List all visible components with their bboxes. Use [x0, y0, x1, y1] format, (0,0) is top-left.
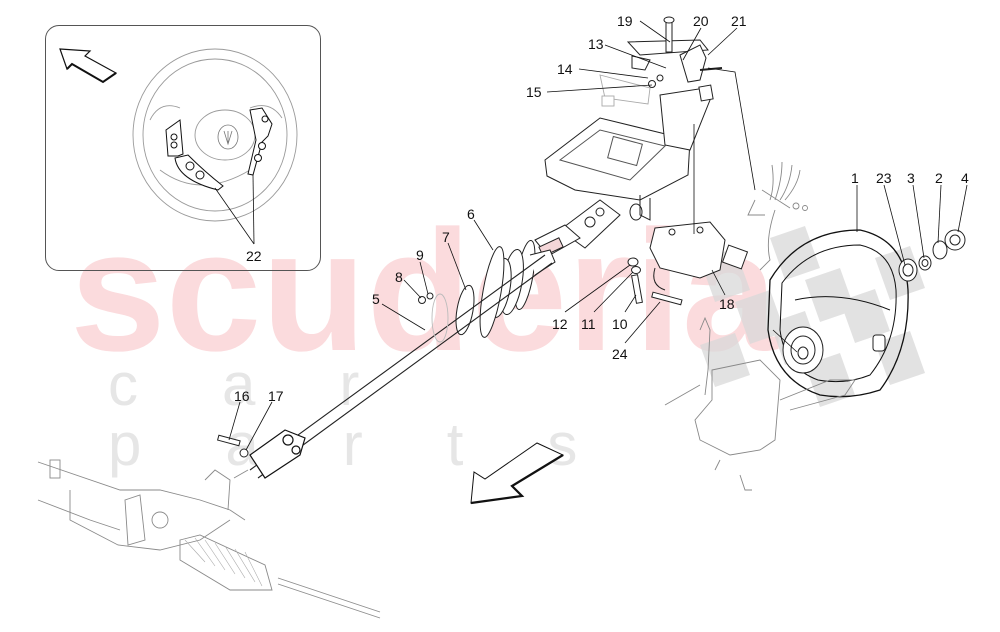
- callout-10: 10: [612, 316, 628, 332]
- rack-boot-ribs: [184, 537, 263, 587]
- small-bracket-left: [599, 74, 651, 107]
- callout-19: 19: [617, 13, 633, 29]
- pedal-box-bracket: [664, 316, 856, 491]
- washer-nuts: [648, 74, 664, 88]
- callout-9: 9: [416, 247, 424, 263]
- shaft-5: [249, 254, 553, 479]
- steering-lock-actuator: [649, 221, 749, 291]
- callout-22: 22: [246, 248, 262, 264]
- seal-plate-7: [455, 284, 475, 336]
- inset-callout-leaders: [214, 174, 255, 245]
- lower-universal-joint: [249, 429, 306, 479]
- bolt-16-washer-17: [216, 434, 249, 458]
- inset-steering-wheel: [132, 48, 298, 222]
- bracket-transparent: [431, 293, 449, 343]
- callout-21: 21: [731, 13, 747, 29]
- callout-3: 3: [907, 170, 915, 186]
- callout-20: 20: [693, 13, 709, 29]
- maserati-trident-icon: [217, 124, 239, 150]
- hub-nut-washers: [898, 229, 966, 282]
- pin-24: [651, 291, 683, 306]
- callout-15: 15: [526, 84, 542, 100]
- inset-left-switch-pod: [165, 119, 224, 191]
- callout-11: 11: [581, 316, 596, 332]
- wiring-harness: [747, 161, 808, 271]
- callout-2: 2: [935, 170, 943, 186]
- inset-steering-wheel-detail: [45, 25, 321, 271]
- callout-18: 18: [719, 296, 735, 312]
- callout-16: 16: [234, 388, 250, 404]
- arrow-down-left-icon: [470, 442, 565, 505]
- callout-leaders: [228, 20, 968, 451]
- flange-plate-6: [479, 246, 505, 338]
- airbag-hub: [782, 326, 886, 374]
- callout-14: 14: [557, 61, 573, 77]
- callout-12: 12: [552, 316, 568, 332]
- steering-column-housing: [544, 84, 714, 221]
- callout-23: 23: [876, 170, 892, 186]
- callout-24: 24: [612, 346, 628, 362]
- bolt-10-washers: [627, 257, 643, 304]
- callout-8: 8: [395, 269, 403, 285]
- steering-rack: [37, 459, 381, 619]
- callout-4: 4: [961, 170, 969, 186]
- inset-right-switch-pod: [247, 107, 273, 176]
- callout-6: 6: [467, 206, 475, 222]
- callout-13: 13: [588, 36, 604, 52]
- inset-arrow-up-left-icon: [59, 48, 118, 84]
- steering-wheel: [767, 229, 909, 398]
- callout-7: 7: [442, 229, 450, 245]
- callout-1: 1: [851, 170, 859, 186]
- callout-17: 17: [268, 388, 284, 404]
- nut-8-washer-9: [418, 292, 434, 304]
- callout-5: 5: [372, 291, 380, 307]
